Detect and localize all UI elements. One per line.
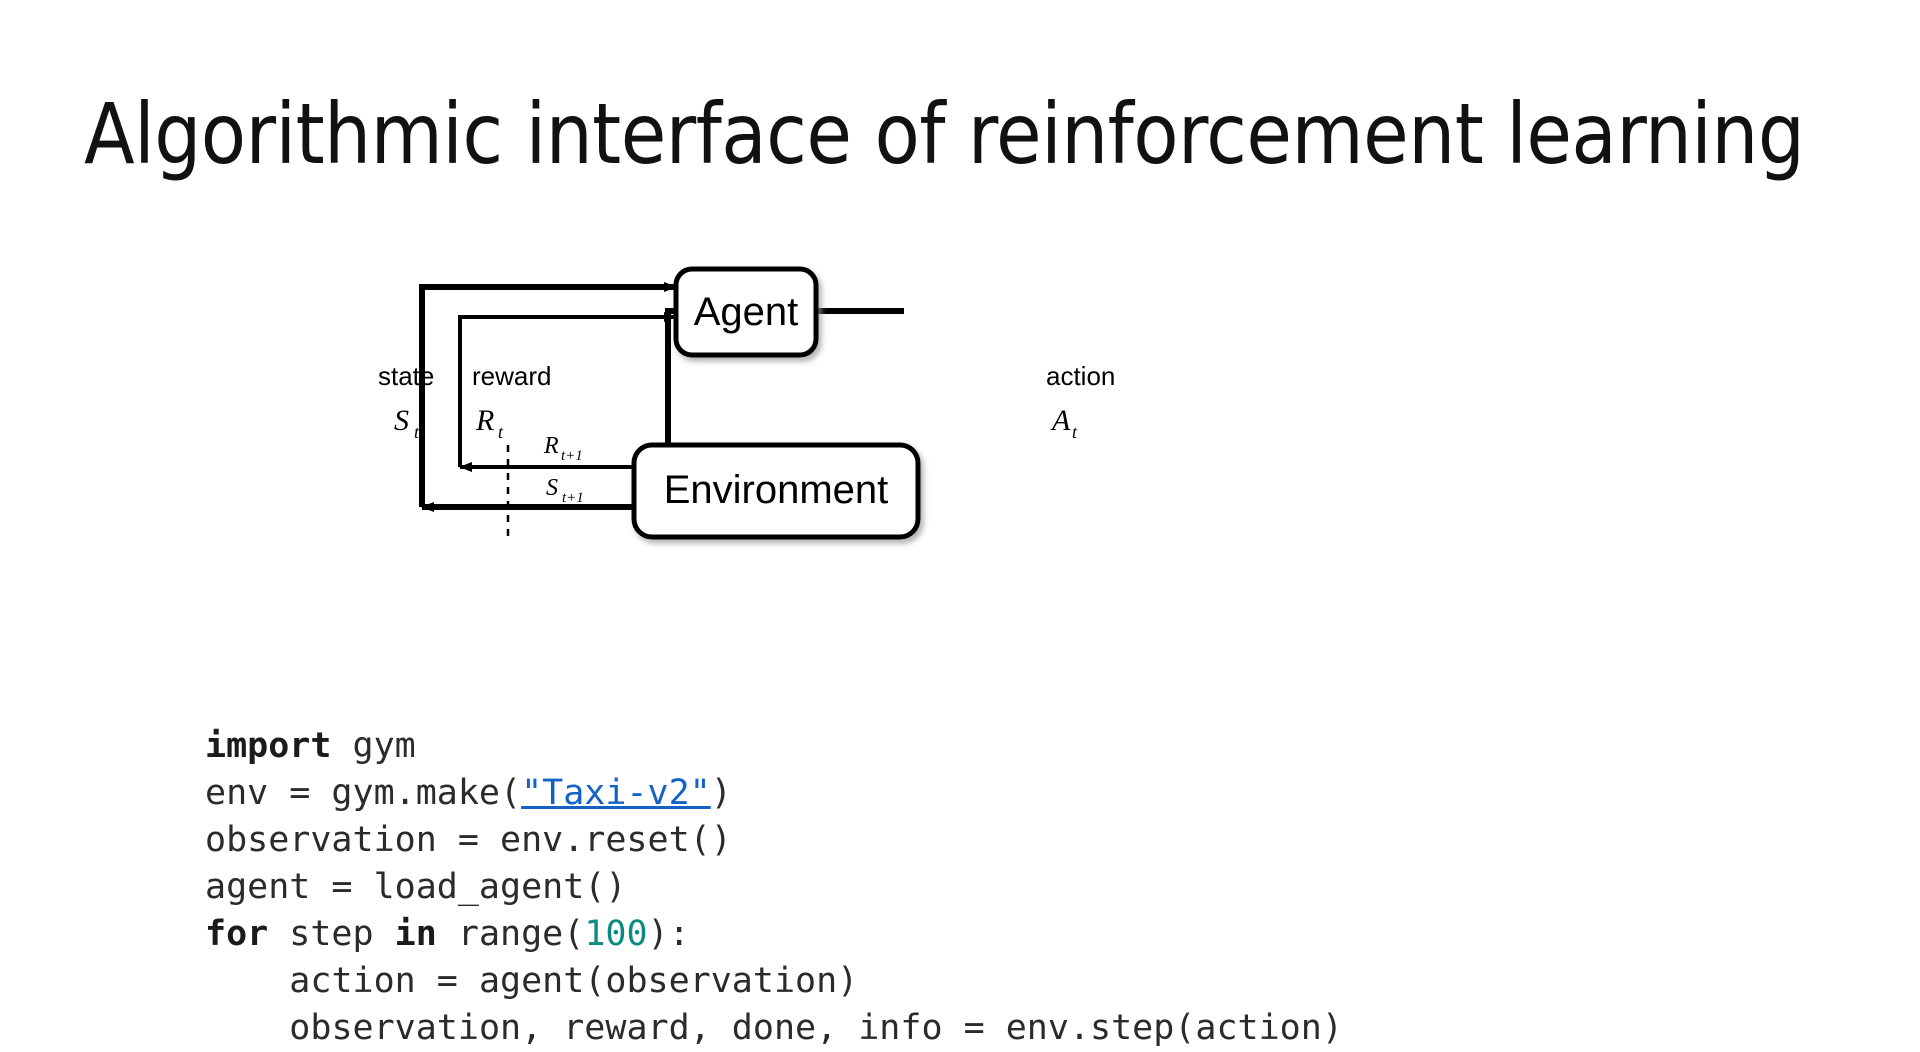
label-action-subscript: t: [1072, 422, 1078, 442]
code-text: action = agent(observation): [289, 961, 859, 1001]
code-number-literal: 100: [584, 914, 648, 954]
label-action: action A t: [1046, 361, 1115, 442]
label-next-state-subscript: t+1: [562, 490, 584, 506]
code-text: ):: [647, 914, 690, 954]
code-line: env = gym.make("Taxi-v2"): [205, 773, 732, 813]
label-state: state S t: [378, 361, 434, 442]
code-line: observation, reward, done, info = env.st…: [205, 1008, 1343, 1048]
code-text: gym: [331, 726, 416, 766]
code-text: agent = load_agent(): [205, 867, 627, 907]
edge-state: [419, 282, 677, 507]
code-snippet: import gym env = gym.make("Taxi-v2") obs…: [205, 723, 1343, 1052]
label-next-reward: R t+1: [543, 433, 583, 464]
code-keyword: import: [205, 726, 332, 766]
agent-node-label: Agent: [694, 290, 799, 334]
label-next-state-symbol: S: [546, 475, 558, 501]
code-text: step: [268, 914, 395, 954]
label-state-symbol: S: [394, 404, 409, 437]
code-keyword: for: [205, 914, 269, 954]
label-reward-word: reward: [472, 361, 551, 391]
label-next-reward-symbol: R: [543, 433, 559, 459]
label-state-word: state: [378, 361, 434, 391]
code-text: range(: [436, 914, 585, 954]
code-keyword: in: [394, 914, 437, 954]
environment-node-label: Environment: [664, 468, 889, 512]
edge-reward: [458, 312, 677, 467]
label-reward: reward R t: [472, 361, 551, 442]
label-reward-symbol: R: [475, 404, 494, 437]
code-text: observation = env.reset(): [205, 820, 732, 860]
code-line: for step in range(100):: [205, 914, 690, 954]
code-text: ): [710, 773, 732, 813]
rl-interaction-diagram: Agent Environment state S t reward R t a…: [378, 255, 1340, 585]
code-text: observation, reward, done, info = env.st…: [289, 1008, 1343, 1048]
label-reward-subscript: t: [498, 422, 504, 442]
code-line: action = agent(observation): [205, 961, 858, 1001]
code-line: agent = load_agent(): [205, 867, 626, 907]
label-action-word: action: [1046, 361, 1115, 391]
code-env-id-link[interactable]: "Taxi-v2": [521, 773, 711, 813]
agent-node: Agent: [673, 266, 819, 358]
page-title: Algorithmic interface of reinforcement l…: [84, 85, 1805, 184]
label-next-reward-subscript: t+1: [561, 448, 583, 464]
code-text: env = gym.make(: [205, 773, 522, 813]
label-next-state: S t+1: [546, 475, 584, 506]
code-line: observation = env.reset(): [205, 820, 732, 860]
code-line: import gym: [205, 726, 416, 766]
label-action-symbol: A: [1050, 404, 1071, 437]
environment-node: Environment: [631, 442, 921, 540]
label-state-subscript: t: [414, 422, 420, 442]
